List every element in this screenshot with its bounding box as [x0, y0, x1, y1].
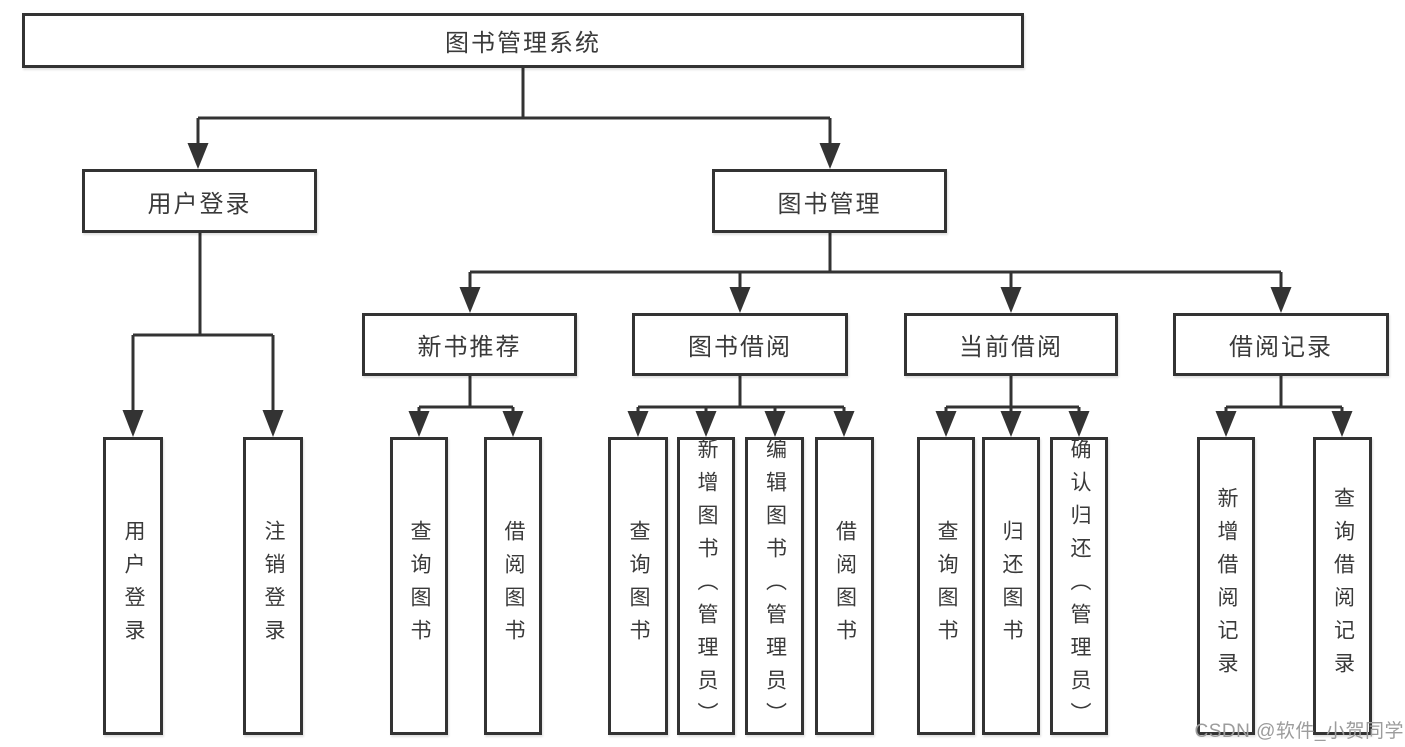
- leaf-cb-return-book: 归还图书: [982, 437, 1040, 735]
- leaf-nb-borrow-book: 借阅图书: [484, 437, 542, 735]
- leaf-cb-confirm-return-admin: 确认归还（管理员）: [1050, 437, 1108, 735]
- watermark: CSDN @软件_小贺同学: [1194, 721, 1404, 742]
- node-book-management: 图书管理: [712, 169, 947, 233]
- node-current-borrow: 当前借阅: [904, 313, 1118, 376]
- leaf-user-login: 用户登录: [103, 437, 163, 735]
- leaf-br-query-record: 查询借阅记录: [1313, 437, 1372, 735]
- node-user-login: 用户登录: [82, 169, 317, 233]
- leaf-bb-add-book-admin: 新增图书（管理员）: [677, 437, 735, 735]
- leaf-br-add-record: 新增借阅记录: [1197, 437, 1255, 735]
- leaf-cb-query-book: 查询图书: [917, 437, 975, 735]
- leaf-bb-edit-book-admin: 编辑图书（管理员）: [745, 437, 804, 735]
- node-borrow-records: 借阅记录: [1173, 313, 1389, 376]
- node-book-borrow: 图书借阅: [632, 313, 848, 376]
- leaf-bb-borrow-book: 借阅图书: [815, 437, 874, 735]
- node-root: 图书管理系统: [22, 13, 1024, 68]
- leaf-logout: 注销登录: [243, 437, 303, 735]
- leaf-nb-query-book: 查询图书: [390, 437, 448, 735]
- node-new-book-recommend: 新书推荐: [362, 313, 577, 376]
- leaf-bb-query-book: 查询图书: [608, 437, 668, 735]
